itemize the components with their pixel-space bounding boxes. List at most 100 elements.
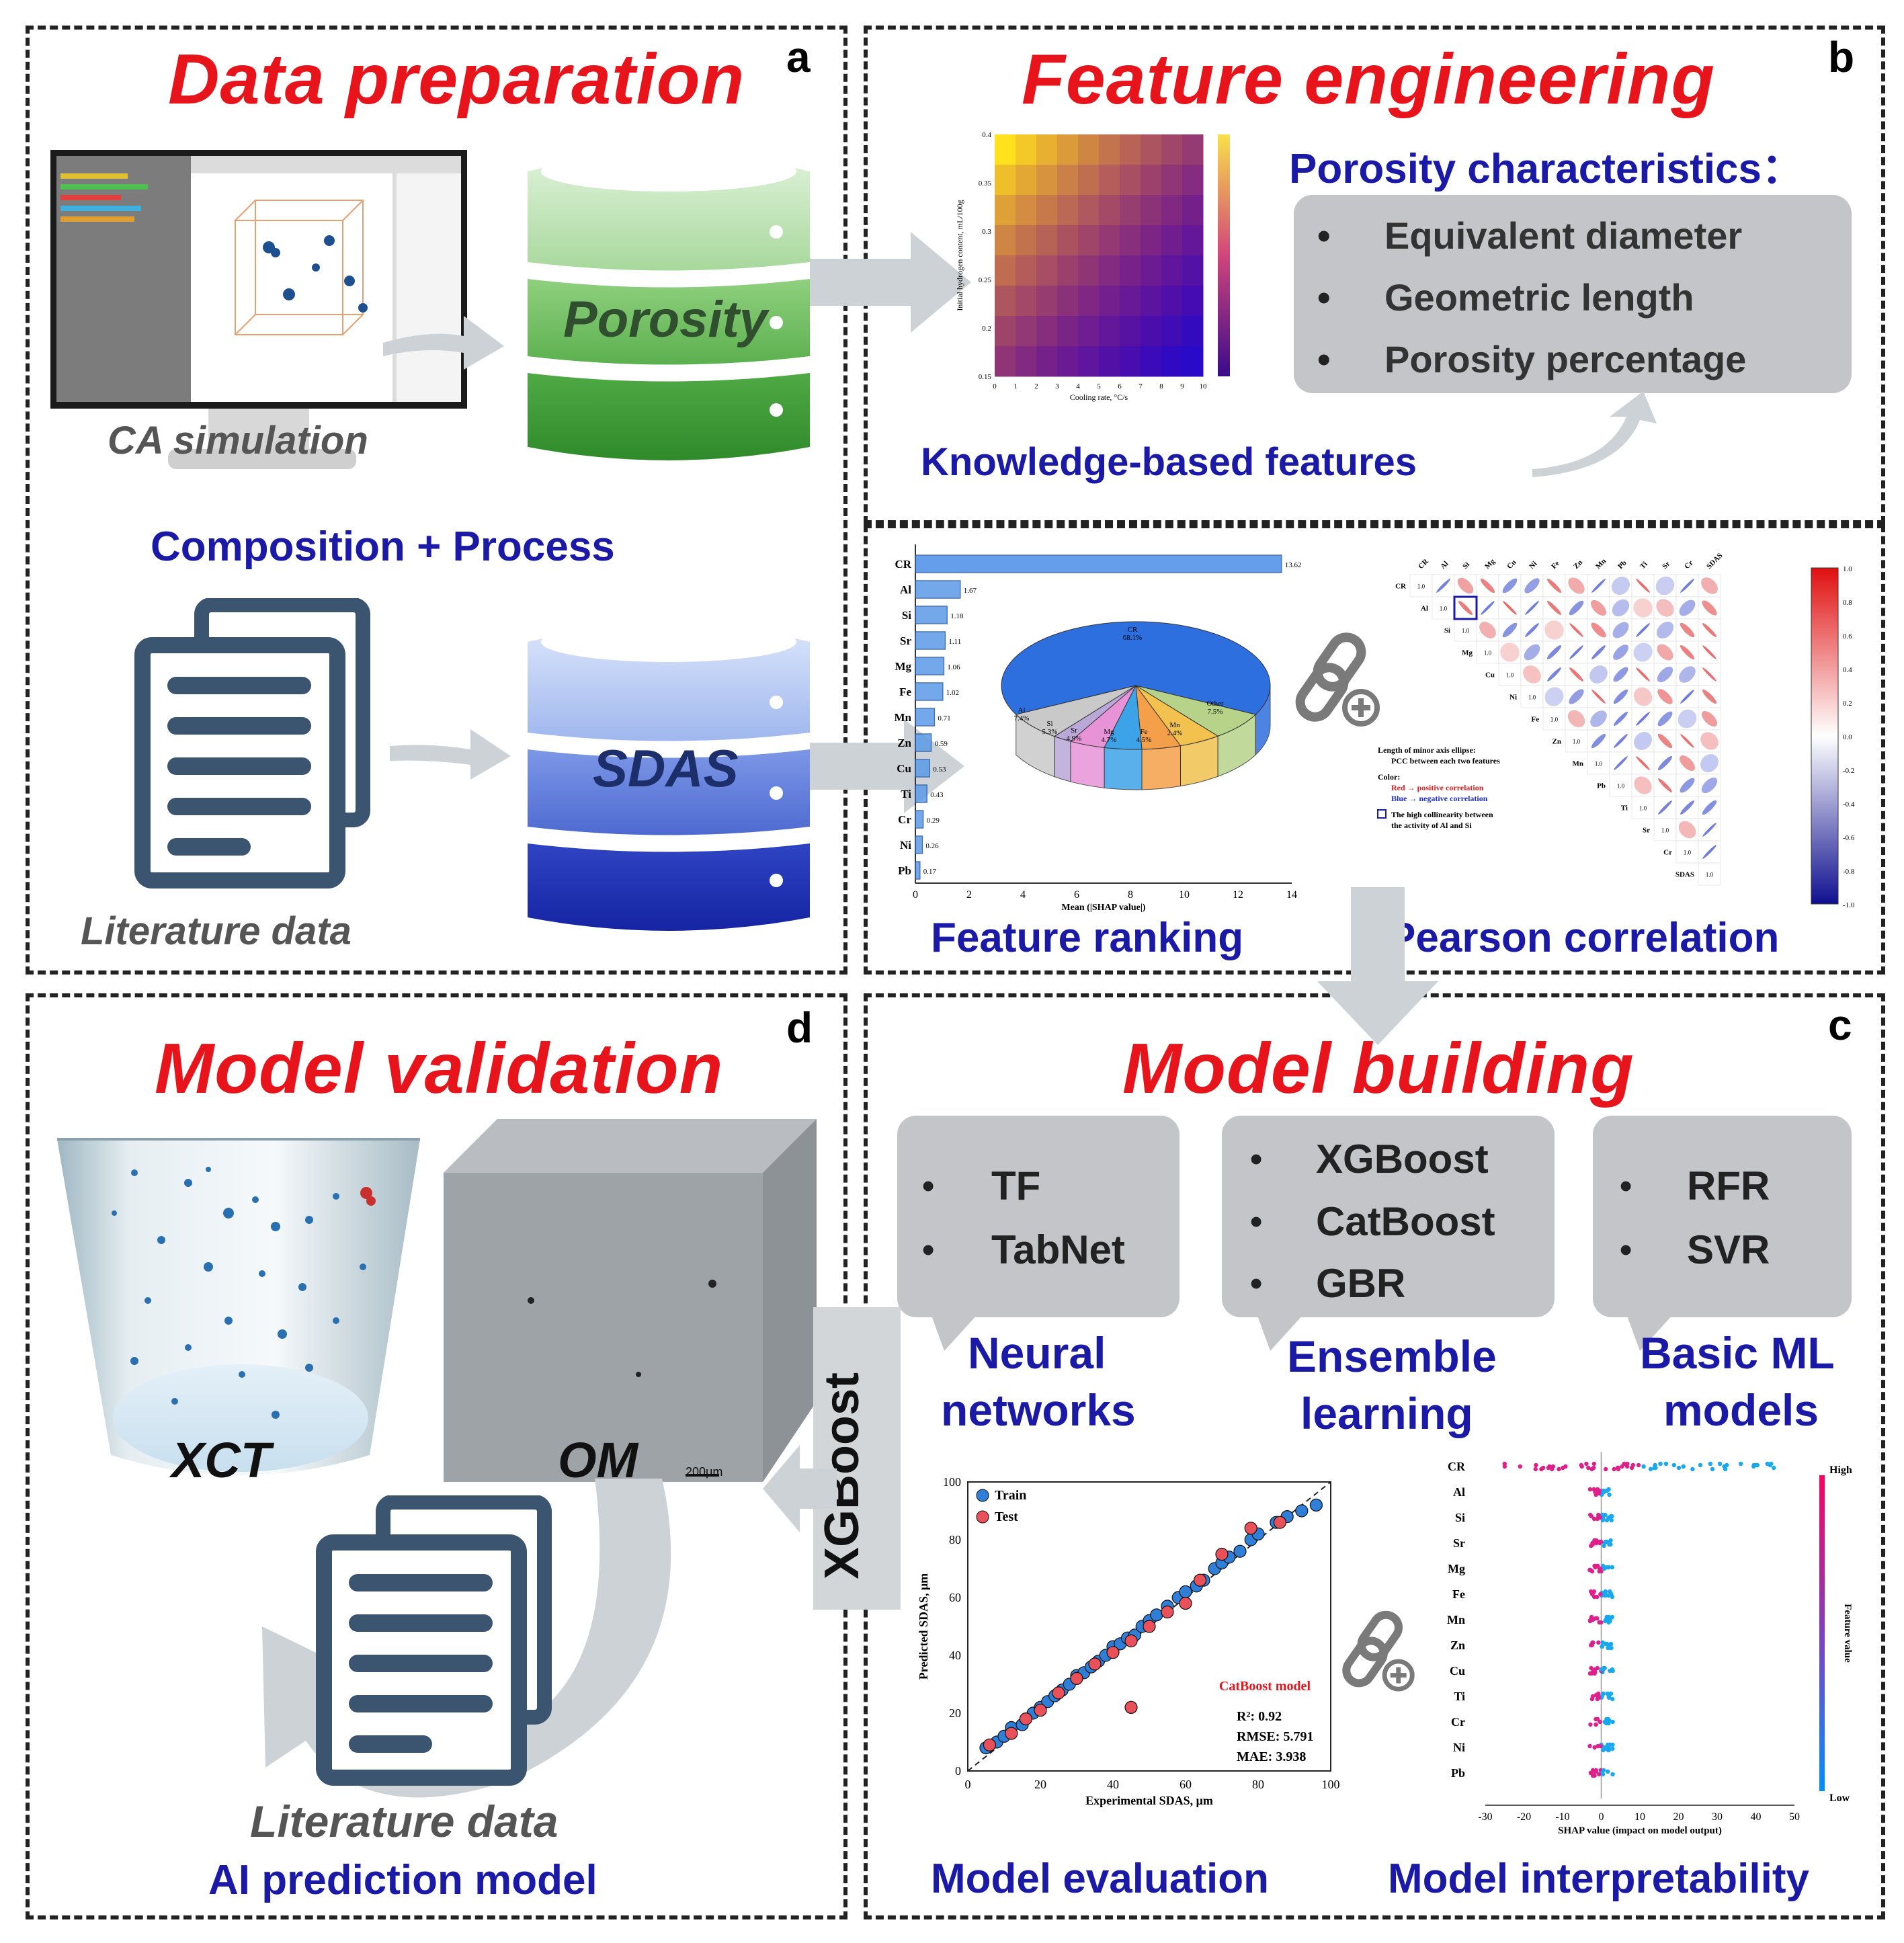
heatmap-cell <box>1182 316 1204 347</box>
corr-row-label: Zn <box>1553 738 1561 746</box>
beeswarm-point <box>1609 1518 1614 1523</box>
beeswarm-point <box>1602 1566 1607 1571</box>
corr-cell <box>1609 640 1632 664</box>
heatmap-xtick: 1 <box>1013 382 1018 390</box>
corr-ellipse <box>1591 733 1606 749</box>
beeswarm-point <box>1606 1769 1610 1774</box>
shap-bar-category: Cr <box>898 813 911 826</box>
pie-slice-side <box>1070 741 1105 788</box>
scatter-point <box>1215 1547 1229 1561</box>
heatmap-cell <box>995 165 1016 196</box>
scatter-point <box>1005 1727 1018 1740</box>
beeswarm-point <box>1592 1745 1597 1750</box>
heatmap-cell <box>1036 286 1058 317</box>
heatmap-cell <box>1120 255 1141 286</box>
panel-b-letter: b <box>1828 33 1855 81</box>
beeswarm-point <box>1610 1746 1615 1751</box>
corr-ellipse <box>1658 800 1672 815</box>
corr-row-label: Sr <box>1643 827 1650 835</box>
corr-cell <box>1609 774 1632 797</box>
arrow-right-icon <box>383 316 504 370</box>
beeswarm-point <box>1598 1591 1603 1597</box>
corr-row-label: Mg <box>1462 649 1473 657</box>
beeswarm-feature: Pb <box>1451 1766 1465 1780</box>
heatmap-cell <box>1057 225 1079 256</box>
beeswarm-point <box>1591 1589 1596 1594</box>
speech-tail-icon <box>931 1314 978 1351</box>
corr-ellipse <box>1613 645 1628 660</box>
corr-cell <box>1454 618 1477 642</box>
scatter-ytick: 60 <box>949 1591 961 1604</box>
corr-cell <box>1698 774 1721 797</box>
corr-cell <box>1409 574 1433 597</box>
heatmap-cell <box>1078 165 1100 196</box>
heatmap-cell <box>1161 346 1183 377</box>
corr-ellipse <box>1656 621 1674 639</box>
corr-row-label: Pb <box>1597 782 1606 790</box>
scatter-point <box>1052 1686 1065 1700</box>
corr-col-label: Ni <box>1528 560 1538 571</box>
beeswarm-point <box>1587 1487 1593 1492</box>
corr-ellipse <box>1633 643 1653 662</box>
corr-ellipse <box>1679 600 1696 616</box>
model-catboost: CatBoost <box>1316 1199 1495 1244</box>
shap-bar-value: 1.06 <box>947 663 960 671</box>
model-tf: TF <box>991 1163 1041 1208</box>
corr-value: 1.0 <box>1661 827 1669 834</box>
beeswarm-point <box>1602 1746 1606 1751</box>
corr-colorbar <box>1811 567 1839 905</box>
corr-ellipse <box>1613 667 1628 682</box>
beeswarm-xtick: -30 <box>1478 1811 1492 1823</box>
beeswarm-point <box>1600 1644 1604 1649</box>
corr-cell <box>1476 640 1499 664</box>
feature-bullet: • <box>1317 214 1331 257</box>
beeswarm-point <box>1610 1668 1615 1673</box>
beeswarm-point <box>1608 1538 1613 1543</box>
neural-networks-label-1: Neural <box>968 1328 1106 1378</box>
heatmap-cell <box>1120 225 1141 256</box>
beeswarm-point <box>1592 1671 1597 1676</box>
model-bullet: • <box>922 1231 935 1270</box>
pie-label: Al <box>1018 706 1026 714</box>
heatmap-cell <box>1182 346 1204 377</box>
corr-ellipse <box>1658 778 1672 792</box>
corr-value: 1.0 <box>1550 716 1559 723</box>
heatmap-cell <box>1099 346 1120 377</box>
beeswarm-feature: Ni <box>1453 1741 1465 1754</box>
corr-ellipse <box>1436 579 1450 593</box>
heatmap-cell <box>995 286 1016 317</box>
shap-bar <box>915 657 945 675</box>
colorbar-low: Low <box>1829 1792 1850 1804</box>
corr-row-label: Ni <box>1509 694 1517 702</box>
corr-ellipse <box>1590 710 1607 727</box>
corr-ellipse <box>1525 623 1539 637</box>
pearson-note: PCC between each two features <box>1391 756 1500 766</box>
heatmap-ytick: 0.25 <box>979 276 992 284</box>
beeswarm-point <box>1596 1640 1601 1645</box>
heatmap-cell <box>1120 346 1141 377</box>
corr-cell <box>1609 596 1632 620</box>
corr-cell <box>1698 574 1721 597</box>
literature-data-label-a: Literature data <box>81 909 351 953</box>
corr-ellipse <box>1680 734 1694 748</box>
scatter-point <box>1088 1657 1102 1671</box>
corr-col-label: Cr <box>1683 559 1695 571</box>
beeswarm-point <box>1630 1462 1636 1468</box>
heatmap-cell <box>1078 255 1100 286</box>
shap-bar-value: 1.18 <box>950 612 964 620</box>
corr-ellipse <box>1569 667 1583 681</box>
corr-cell <box>1631 640 1655 664</box>
scatter-point <box>1179 1597 1192 1610</box>
corr-value: 1.0 <box>1595 761 1603 768</box>
corr-ellipse <box>1523 665 1541 684</box>
curved-return-arrow-icon <box>262 1479 671 1798</box>
pie-percent: 7.5% <box>1208 708 1223 716</box>
heatmap-cell <box>1182 195 1204 226</box>
corr-cell <box>1476 618 1499 642</box>
corr-colorbar-tick: 0.4 <box>1843 666 1852 674</box>
model-tabnet: TabNet <box>991 1227 1125 1272</box>
heatmap-cell <box>995 225 1016 256</box>
xct-cylinder <box>57 1138 420 1475</box>
pie-slice <box>1015 685 1136 737</box>
arrow-left-icon <box>763 1445 837 1532</box>
